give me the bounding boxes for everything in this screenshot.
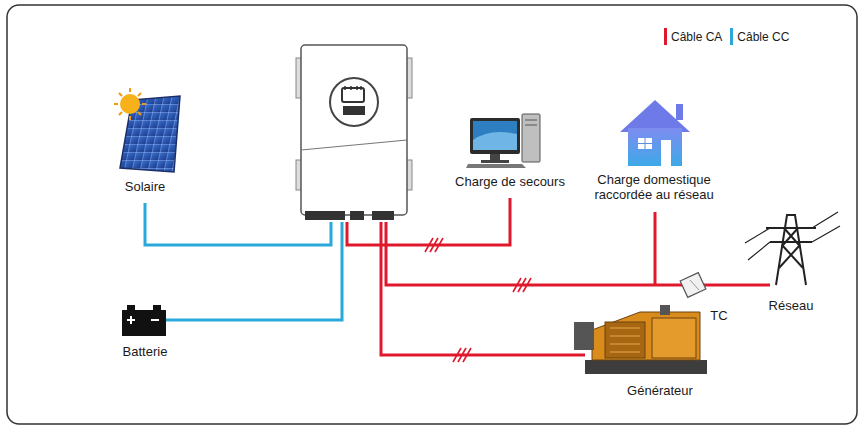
grid-tower <box>745 212 840 285</box>
legend-item: Câble CC <box>730 28 793 45</box>
legend-swatch <box>664 28 667 45</box>
generator-label: Générateur <box>624 381 696 399</box>
home-load-label: Charge domestique raccordée au réseau <box>579 172 729 203</box>
backup-load-label: Charge de secours <box>452 172 568 190</box>
caption-text: Batterie <box>121 344 170 359</box>
battery-label: Batterie <box>120 342 171 360</box>
legend: Câble CA Câble CC <box>664 28 793 45</box>
battery <box>122 305 166 336</box>
ac-wires <box>347 198 770 355</box>
backup-load-computer <box>466 114 540 168</box>
caption-text: Réseau <box>767 298 816 313</box>
frame <box>7 5 857 424</box>
caption-text: Solaire <box>123 179 167 194</box>
solar-panel <box>114 88 180 172</box>
caption-text: Charge de secours <box>453 174 567 189</box>
legend-text: Câble CA <box>671 30 722 44</box>
current-transformer <box>680 273 706 298</box>
dc-wires <box>145 203 342 320</box>
ct-label: TC <box>707 306 731 324</box>
phase-marks <box>425 238 531 362</box>
legend-swatch <box>730 28 733 45</box>
solar-label: Solaire <box>122 177 169 195</box>
generator <box>574 305 707 374</box>
caption-text: TC <box>708 308 729 323</box>
legend-item: Câble CA <box>664 28 726 45</box>
legend-text: Câble CC <box>737 30 789 44</box>
caption-text: Charge domestique raccordée au réseau <box>579 172 729 202</box>
inverter <box>296 45 412 220</box>
caption-text: Générateur <box>625 383 695 398</box>
grid-label: Réseau <box>766 296 817 314</box>
house <box>620 100 690 166</box>
